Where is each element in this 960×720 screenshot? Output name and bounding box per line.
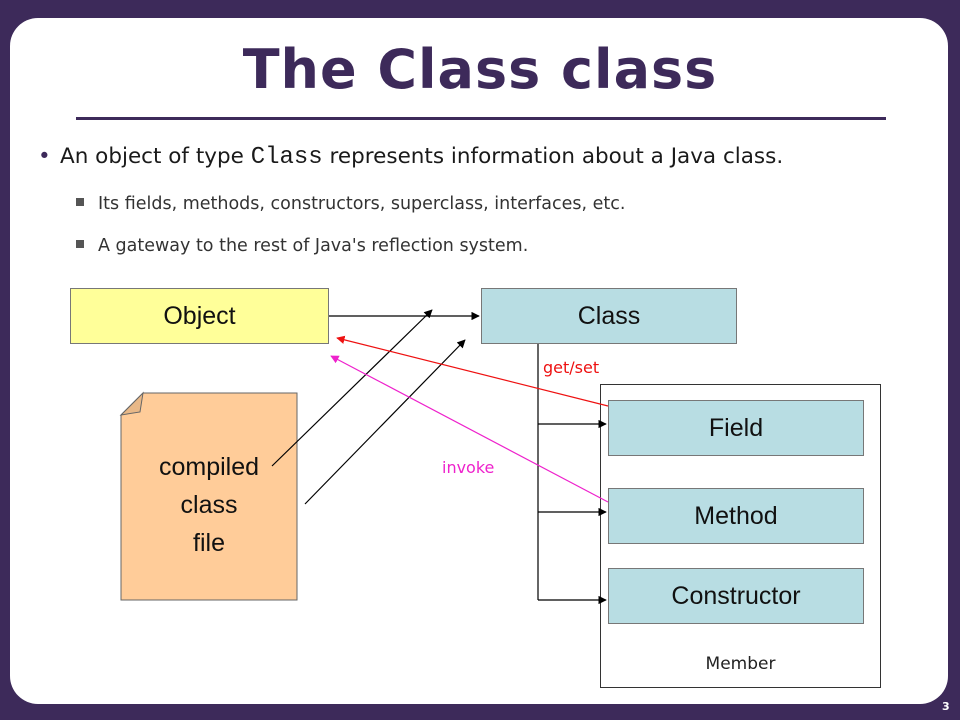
member-label: Member xyxy=(705,654,776,674)
compiled-file-label: compiled class file xyxy=(121,448,297,562)
file-arrow-2 xyxy=(304,339,466,505)
invoke-label: invoke xyxy=(442,458,495,477)
method-box: Method xyxy=(608,488,864,544)
square-bullet-icon xyxy=(76,240,84,248)
file-line-1: compiled xyxy=(158,453,260,481)
bullet-sub-2: A gateway to the rest of Java's reflecti… xyxy=(76,236,528,256)
getset-arrow xyxy=(336,335,609,407)
getset-label: get/set xyxy=(543,358,600,377)
object-box: Object xyxy=(70,288,329,344)
bullet-main-pre: An object of type xyxy=(60,144,251,169)
bullet-sub-2-text: A gateway to the rest of Java's reflecti… xyxy=(98,236,529,256)
square-bullet-icon xyxy=(76,198,84,206)
bullet-sub-1-text: Its fields, methods, constructors, super… xyxy=(98,194,626,214)
title-underline xyxy=(76,117,886,120)
slide-title: The Class class xyxy=(242,38,718,101)
field-box: Field xyxy=(608,400,864,456)
invoke-arrow xyxy=(330,355,609,503)
bullet-main-code: Class xyxy=(250,144,323,171)
constructor-box: Constructor xyxy=(608,568,864,624)
bullet-dot-icon: • xyxy=(38,144,51,169)
bullet-sub-1: Its fields, methods, constructors, super… xyxy=(76,194,625,214)
page-number: 3 xyxy=(942,700,950,713)
bullet-main: • An object of type Class represents info… xyxy=(38,144,783,171)
file-line-3: file xyxy=(193,529,225,557)
bullet-main-post: represents information about a Java clas… xyxy=(322,144,784,169)
file-arrow-1 xyxy=(271,309,433,467)
class-box: Class xyxy=(481,288,737,344)
file-fold xyxy=(119,391,144,416)
file-line-2: class xyxy=(180,491,238,519)
